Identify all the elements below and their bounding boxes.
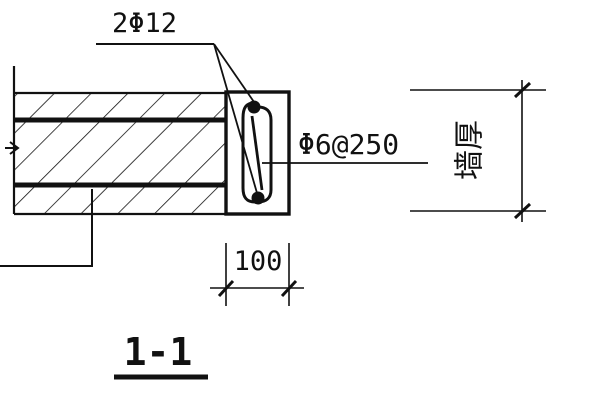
section-title: 1-1 — [124, 330, 193, 374]
bottom-leader — [0, 189, 93, 267]
dimension-100-label: 100 — [234, 246, 283, 277]
left-marker — [5, 141, 20, 155]
wall-outline — [12, 66, 226, 216]
stirrup-label: Φ6@250 — [298, 128, 399, 161]
rebar-label: 2Φ12 — [112, 8, 177, 39]
rebar-dot-bottom — [251, 191, 265, 205]
rebar-leader — [96, 43, 258, 194]
rebar-dot-top — [247, 100, 261, 114]
dimension-100 — [210, 243, 304, 306]
wall-thickness-dimension — [410, 80, 546, 222]
wall-thickness-label: 墙厚 — [453, 120, 488, 180]
wall-hatch — [14, 93, 226, 214]
